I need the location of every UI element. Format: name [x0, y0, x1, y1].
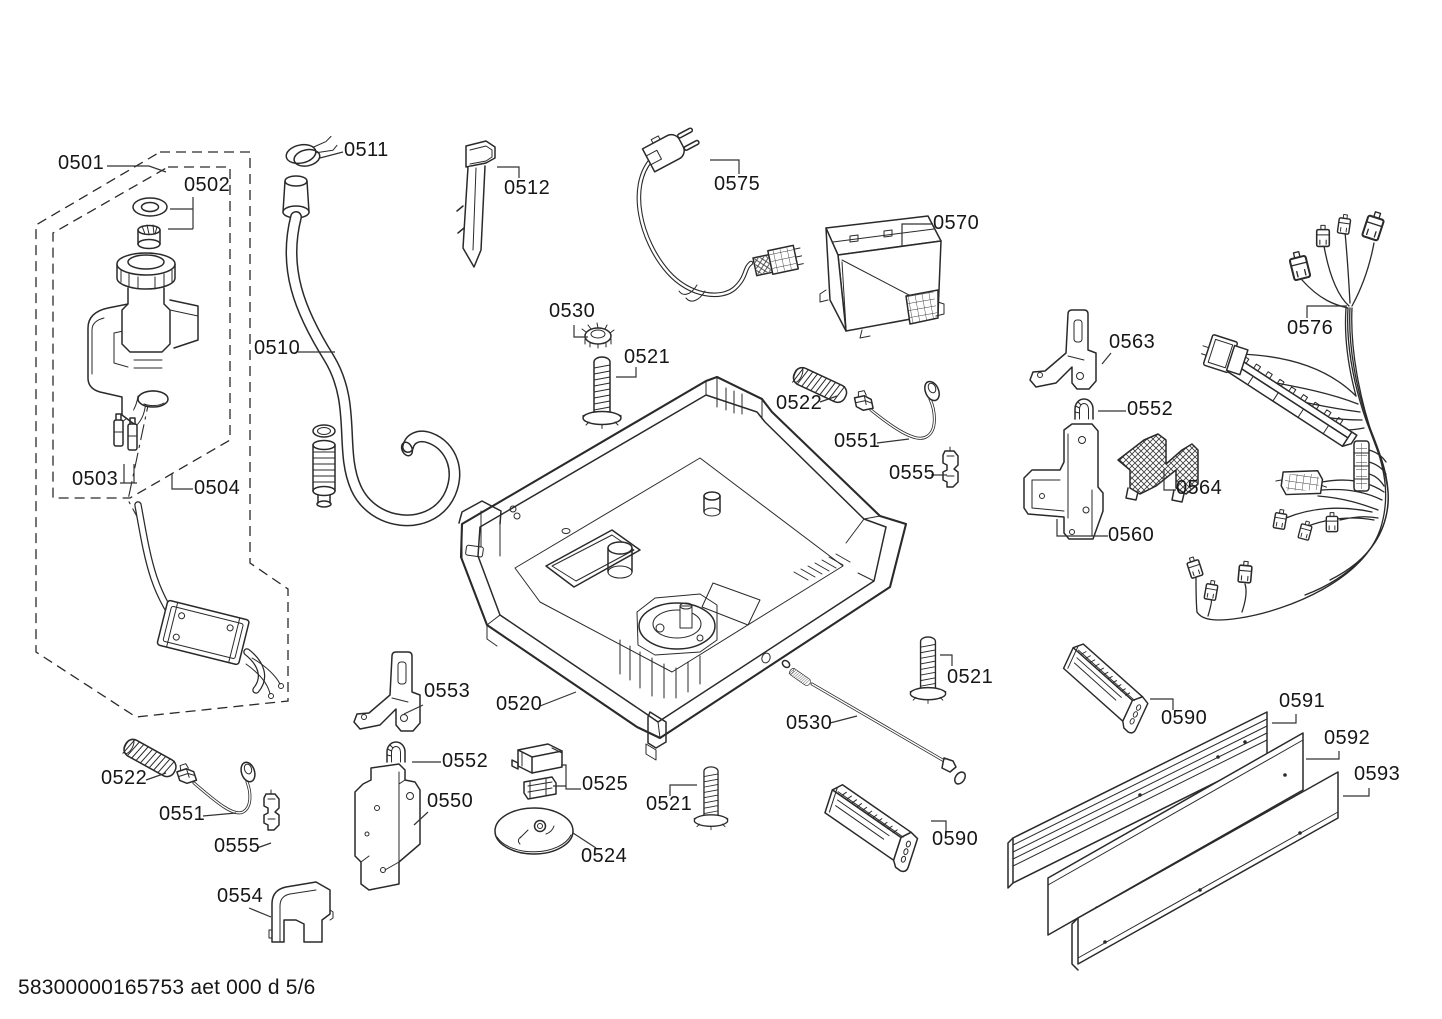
- callout-0521-right: 0521: [947, 666, 994, 688]
- part-0555-holder-right: [942, 446, 959, 488]
- part-0524-disc: [494, 807, 574, 855]
- part-0552-clip-left: [386, 741, 406, 763]
- callout-0551-right: 0551: [834, 430, 881, 452]
- part-0551-sensor-right: [853, 380, 940, 440]
- part-0590-rail-left: [814, 781, 927, 874]
- part-0563-bracket: [1029, 309, 1097, 390]
- part-0511-clamp: [285, 135, 338, 167]
- callout-0512: 0512: [504, 177, 551, 199]
- callout-0590-right: 0590: [1161, 707, 1208, 729]
- part-0521-screw-right: [909, 636, 947, 705]
- part-0510-hose: [282, 175, 461, 527]
- callout-0563: 0563: [1109, 331, 1156, 353]
- callout-0510: 0510: [254, 337, 301, 359]
- callout-0555-right: 0555: [889, 462, 936, 484]
- callout-0524: 0524: [581, 845, 628, 867]
- part-0525-switch: [511, 743, 563, 800]
- callout-0503: 0503: [72, 468, 119, 490]
- part-0552-clip-right: [1074, 398, 1094, 420]
- part-0570-module: [819, 215, 945, 339]
- callout-0520: 0520: [496, 693, 543, 715]
- callout-0576: 0576: [1287, 317, 1334, 339]
- callout-0555-left: 0555: [214, 835, 261, 857]
- callout-0501: 0501: [58, 152, 105, 174]
- callout-0575: 0575: [714, 173, 761, 195]
- document-number: 58300000165753 aet 000 d 5/6: [18, 976, 316, 999]
- callout-0590-left: 0590: [932, 828, 979, 850]
- callout-0525: 0525: [582, 773, 629, 795]
- callout-0553: 0553: [424, 680, 471, 702]
- part-0520-base: [458, 375, 908, 761]
- callout-0504: 0504: [194, 477, 241, 499]
- callout-0593: 0593: [1354, 763, 1401, 785]
- part-0512-bracket: [456, 140, 496, 268]
- part-0550-bracket: [354, 763, 421, 891]
- callout-0552-left: 0552: [442, 750, 489, 772]
- part-0590-rail-right: [1050, 640, 1160, 736]
- callout-0521-mid: 0521: [646, 793, 693, 815]
- callout-0522-right: 0522: [776, 392, 823, 414]
- part-0553-bracket: [353, 651, 421, 732]
- callout-0552-right: 0552: [1127, 398, 1174, 420]
- part-0576-harness: [1184, 209, 1389, 621]
- part-0530-cable: [781, 659, 966, 785]
- part-0521-screw-top: [582, 356, 622, 430]
- part-0560-bracket: [1023, 423, 1104, 540]
- callout-0570: 0570: [933, 212, 980, 234]
- callout-0551-left: 0551: [159, 803, 206, 825]
- part-0593-panel: [1071, 771, 1339, 971]
- part-0530-cap: [581, 322, 615, 349]
- callout-0530-top: 0530: [549, 300, 596, 322]
- callout-0592: 0592: [1324, 727, 1371, 749]
- part-0501-hose-fitting: [134, 501, 284, 699]
- part-0551-sensor-left: [176, 761, 256, 815]
- part-0575-power-cord: [636, 127, 804, 302]
- part-0501-aquastop: [87, 252, 199, 451]
- part-0555-holder-left: [263, 789, 280, 831]
- callout-0530-bottom: 0530: [786, 712, 833, 734]
- callout-0522-left: 0522: [101, 767, 148, 789]
- callout-0502: 0502: [184, 174, 231, 196]
- callout-0560: 0560: [1108, 524, 1155, 546]
- callout-0511: 0511: [344, 139, 389, 161]
- part-0564-grid: [1117, 433, 1199, 503]
- part-0521-screw-mid: [693, 766, 729, 831]
- callout-0550: 0550: [427, 790, 474, 812]
- part-0554-bracket: [268, 881, 334, 943]
- part-0502-seals: [132, 197, 168, 250]
- callout-0591: 0591: [1279, 690, 1326, 712]
- callout-0521-top: 0521: [624, 346, 671, 368]
- callout-leader-lines: [107, 151, 1370, 918]
- callout-0554: 0554: [217, 885, 264, 907]
- callout-0564: 0564: [1176, 477, 1223, 499]
